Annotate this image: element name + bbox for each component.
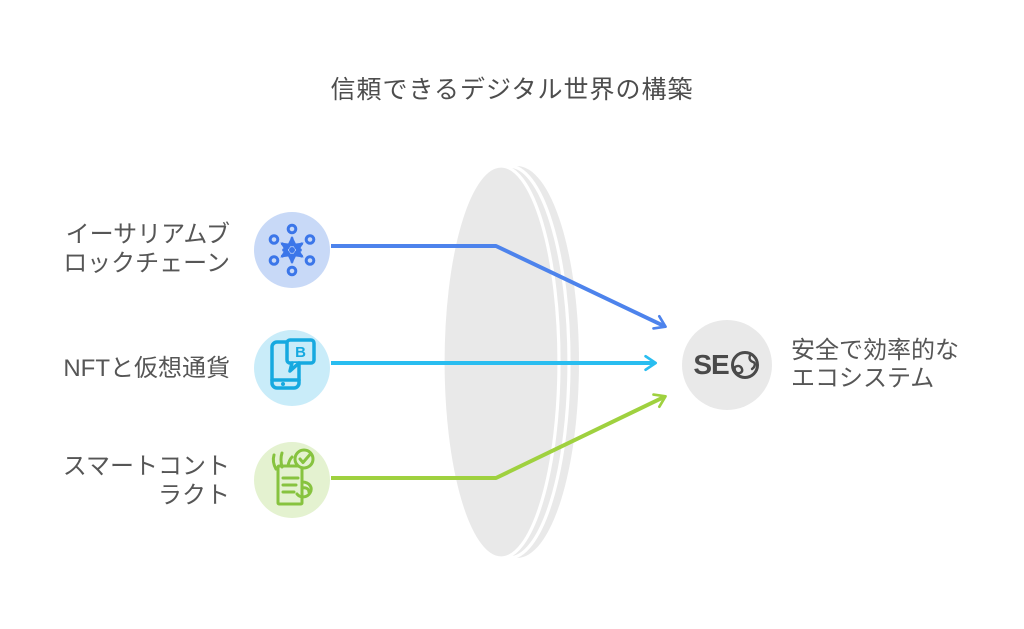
- crypto-phone-icon: B: [254, 330, 330, 406]
- contract-signing-icon: [254, 442, 330, 518]
- result-label: 安全で効率的な エコシステム: [791, 337, 959, 392]
- arrow-smart-contract-to-result: [331, 393, 667, 480]
- arrow-ethereum-to-result: [331, 244, 667, 330]
- source-label-ethereum-blockchain: イーサリアムブ ロックチェーン: [63, 221, 230, 277]
- result-node: SE: [682, 320, 772, 410]
- globe-icon: [730, 351, 759, 379]
- source-node-smart-contract: [254, 442, 330, 518]
- se-logo-text: SE: [693, 349, 729, 380]
- se-logo: SE: [693, 349, 760, 381]
- source-label-smart-contract: スマートコント ラクト: [62, 453, 230, 509]
- source-label-nft-crypto: NFTと仮想通貨: [63, 355, 230, 382]
- source-node-ethereum: [254, 212, 330, 288]
- network-distribution-icon: [254, 212, 330, 288]
- bitcoin-letter: B: [295, 344, 306, 361]
- source-node-nft-crypto: B: [254, 330, 330, 406]
- diagram-title: 信頼できるデジタル世界の構築: [330, 76, 694, 104]
